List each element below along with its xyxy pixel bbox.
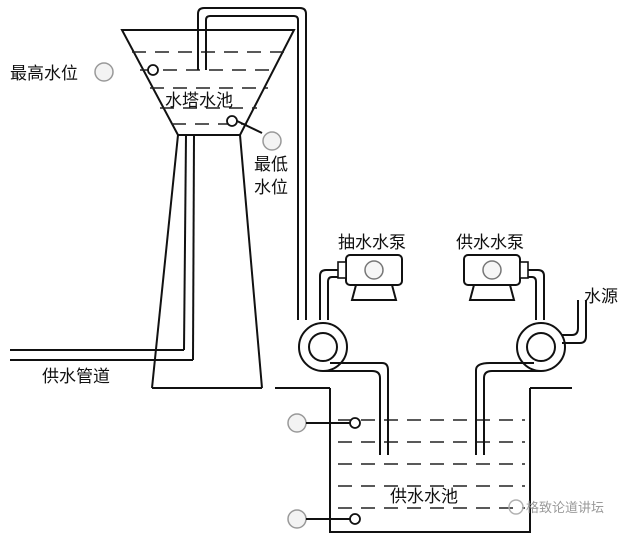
label-max-level: 最高水位 <box>10 64 78 84</box>
label-min-level-2: 水位 <box>254 178 288 198</box>
label-supply-pipe: 供水管道 <box>42 367 110 387</box>
label-supply-pool: 供水水池 <box>390 487 458 507</box>
label-water-source: 水源 <box>584 287 618 307</box>
label-min-level-1: 最低 <box>254 155 288 175</box>
label-tower-tank: 水塔水池 <box>165 91 233 111</box>
supply-pump <box>463 254 587 455</box>
inlet-pipe <box>197 7 307 320</box>
min-level-sensor <box>226 115 282 151</box>
pool-low-sensor <box>287 509 361 529</box>
tower-column <box>151 134 263 389</box>
tower-tank <box>120 29 296 136</box>
max-level-sensor <box>94 62 159 82</box>
ground-and-pool <box>275 387 572 533</box>
supply-pipe <box>10 349 193 361</box>
label-pump-supply: 供水水泵 <box>456 233 524 253</box>
watermark-text: 格致论道讲坛 <box>526 500 604 516</box>
draw-pump <box>298 254 403 455</box>
watermark: 格致论道讲坛 <box>508 499 604 516</box>
label-pump-draw: 抽水水泵 <box>338 233 406 253</box>
pool-high-sensor <box>287 413 361 433</box>
